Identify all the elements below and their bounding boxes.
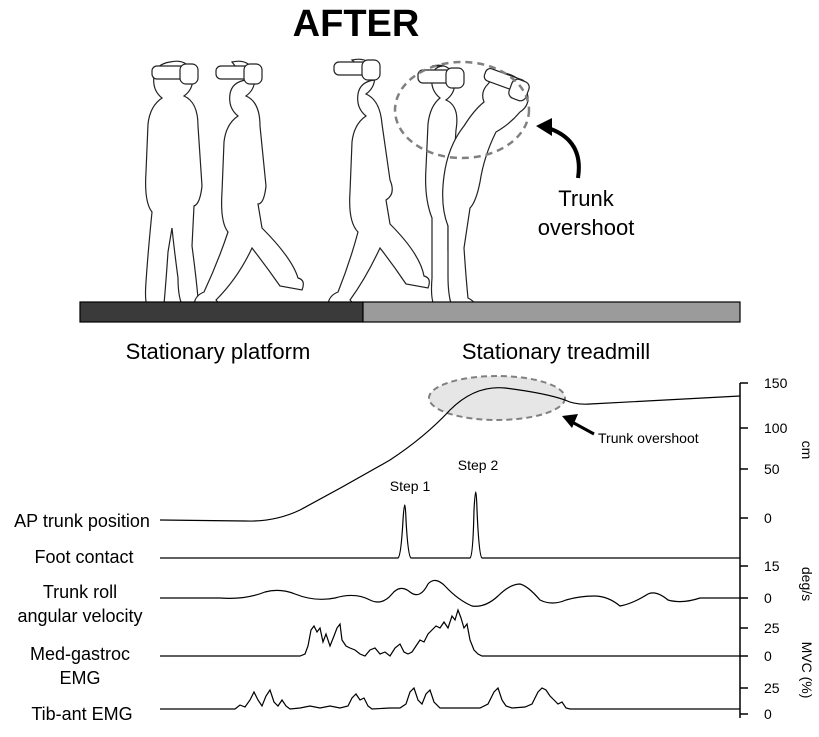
trunk-overshoot-highlight bbox=[393, 60, 531, 160]
trunk-roll-trace bbox=[160, 579, 740, 607]
trace-label-med-gastroc-line-2: EMG bbox=[59, 668, 100, 688]
plot-overshoot-highlight bbox=[428, 375, 566, 421]
traces bbox=[159, 387, 741, 710]
tib-ant-emg-trace bbox=[160, 686, 740, 710]
tick-label: 100 bbox=[764, 420, 788, 436]
tick-label: 25 bbox=[764, 680, 780, 696]
unit-emg: MVC (%) bbox=[799, 642, 815, 699]
trace-label-tib-ant: Tib-ant EMG bbox=[31, 704, 132, 724]
trace-label-med-gastroc-line-1: Med-gastroc bbox=[30, 644, 130, 664]
straight-arrow-icon bbox=[562, 414, 595, 436]
platform-label: Stationary platform bbox=[126, 339, 311, 364]
treadmill-bar bbox=[362, 301, 741, 323]
walking-figures bbox=[144, 58, 530, 313]
curved-arrow-icon bbox=[536, 118, 581, 179]
tick-label: 0 bbox=[764, 706, 772, 722]
trunk-overshoot-annotation-line-1: Trunk bbox=[558, 186, 614, 211]
treadmill-label: Stationary treadmill bbox=[462, 339, 650, 364]
axis-ticks bbox=[740, 382, 748, 715]
unit-position: cm bbox=[799, 441, 815, 460]
walker-figure-1 bbox=[144, 60, 207, 313]
step-1-label: Step 1 bbox=[390, 478, 431, 494]
plot-overshoot-label: Trunk overshoot bbox=[598, 430, 699, 446]
unit-velocity: deg/s bbox=[799, 567, 815, 601]
med-gastroc-emg-trace bbox=[160, 608, 740, 657]
trace-label-ap-trunk-position: AP trunk position bbox=[14, 511, 150, 531]
walker-figure-4 bbox=[417, 64, 530, 309]
tick-label: 0 bbox=[764, 648, 772, 664]
step-2-label: Step 2 bbox=[458, 457, 499, 473]
tick-label: 0 bbox=[764, 590, 772, 606]
figure-title: AFTER bbox=[293, 3, 420, 45]
tick-label: 50 bbox=[764, 461, 780, 477]
tick-label: 15 bbox=[764, 558, 780, 574]
ap-trunk-position-trace bbox=[159, 387, 741, 522]
foot-contact-trace bbox=[160, 491, 740, 559]
trunk-overshoot-annotation-line-2: overshoot bbox=[538, 215, 635, 240]
platform-bar bbox=[79, 301, 364, 323]
trace-label-foot-contact: Foot contact bbox=[34, 547, 133, 567]
walker-figure-3 bbox=[327, 58, 430, 309]
walker-figure-2 bbox=[193, 60, 304, 309]
trace-label-trunk-roll-line-2: angular velocity bbox=[17, 606, 142, 626]
tick-label: 150 bbox=[764, 375, 788, 391]
trace-label-trunk-roll-line-1: Trunk roll bbox=[43, 582, 117, 602]
tick-label: 25 bbox=[764, 620, 780, 636]
tick-label: 0 bbox=[764, 510, 772, 526]
